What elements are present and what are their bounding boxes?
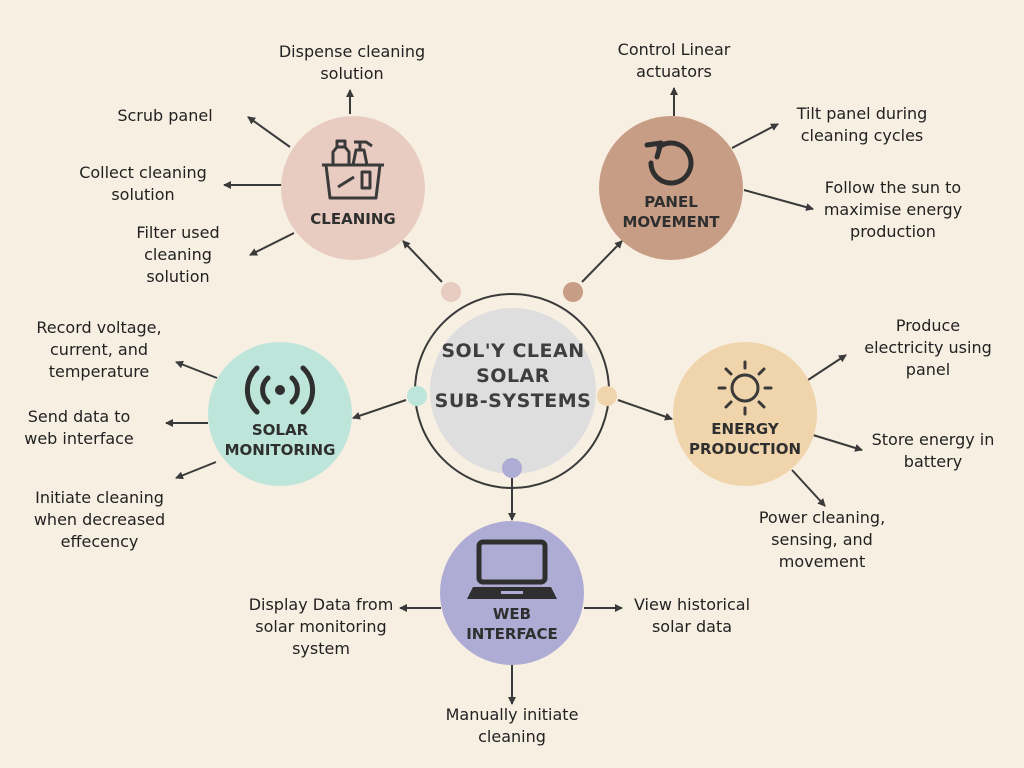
arrow-monitoring-record — [175, 360, 218, 379]
arrow-energy-store — [812, 434, 863, 452]
cleaning-item-filter: Filter used cleaning solution — [136, 223, 220, 286]
connector-dot-panel-movement — [563, 282, 583, 302]
arrow-panel-tilt — [731, 123, 779, 149]
arrow-hub-cleaning — [402, 240, 443, 283]
web-item-display: Display Data from solar monitoring syste… — [248, 595, 394, 658]
panel-item-actuators: Control Linear actuators — [617, 40, 731, 81]
energy-item-produce: Produce electricity using panel — [864, 316, 992, 379]
energy-production-title: ENERGY PRODUCTION — [688, 420, 802, 458]
hub-circle: SOL'Y CLEAN SOLAR SUB-SYSTEMS — [430, 308, 596, 474]
hub-title: SOL'Y CLEAN SOLAR SUB-SYSTEMS — [434, 340, 592, 412]
connector-dot-web-interface — [502, 458, 522, 478]
sun-icon — [717, 360, 773, 416]
solar-monitoring-title: SOLAR MONITORING — [224, 421, 336, 459]
cleaning-item-dispense: Dispense cleaning solution — [278, 42, 426, 83]
panel-item-tilt: Tilt panel during cleaning cycles — [796, 104, 928, 145]
laptop-icon — [467, 539, 557, 599]
energy-item-power: Power cleaning, sensing, and movement — [758, 508, 886, 571]
broadcast-icon — [244, 365, 316, 415]
connector-dot-energy-production — [597, 386, 617, 406]
cleaning-supplies-icon — [322, 139, 384, 200]
panel-movement-node: PANEL MOVEMENT — [599, 116, 743, 260]
web-interface-node: WEB INTERFACE — [440, 521, 584, 665]
web-item-historical: View historical solar data — [633, 595, 751, 636]
monitoring-item-record: Record voltage, current, and temperature — [36, 318, 162, 381]
cleaning-item-scrub: Scrub panel — [117, 106, 213, 125]
monitoring-item-initiate: Initiate cleaning when decreased effecen… — [33, 488, 166, 551]
cleaning-node: CLEANING — [281, 116, 425, 260]
cleaning-title: CLEANING — [310, 210, 396, 228]
arrow-cleaning-scrub — [247, 116, 291, 148]
arrow-energy-power — [791, 469, 826, 507]
arrow-hub-solar-monitoring — [352, 399, 407, 420]
arrow-energy-produce — [807, 354, 847, 381]
energy-production-node: ENERGY PRODUCTION — [673, 342, 817, 486]
rotate-icon — [644, 140, 694, 186]
arrow-hub-panel-movement — [581, 240, 623, 283]
arrow-monitoring-initiate — [175, 461, 217, 480]
energy-item-store: Store energy in battery — [871, 430, 995, 471]
arrow-hub-energy-production — [617, 399, 673, 421]
panel-movement-title: PANEL MOVEMENT — [622, 193, 720, 231]
arrow-panel-follow-sun — [743, 189, 814, 211]
cleaning-item-collect: Collect cleaning solution — [79, 163, 207, 204]
connector-dot-solar-monitoring — [407, 386, 427, 406]
arrow-cleaning-filter — [249, 232, 295, 256]
connector-dot-cleaning — [441, 282, 461, 302]
monitoring-item-send: Send data to web interface — [24, 407, 134, 448]
web-interface-title: WEB INTERFACE — [466, 605, 558, 643]
solar-monitoring-node: SOLAR MONITORING — [208, 342, 352, 486]
panel-item-follow-sun: Follow the sun to maximise energy produc… — [823, 178, 963, 241]
web-item-manual: Manually initiate cleaning — [445, 705, 579, 746]
